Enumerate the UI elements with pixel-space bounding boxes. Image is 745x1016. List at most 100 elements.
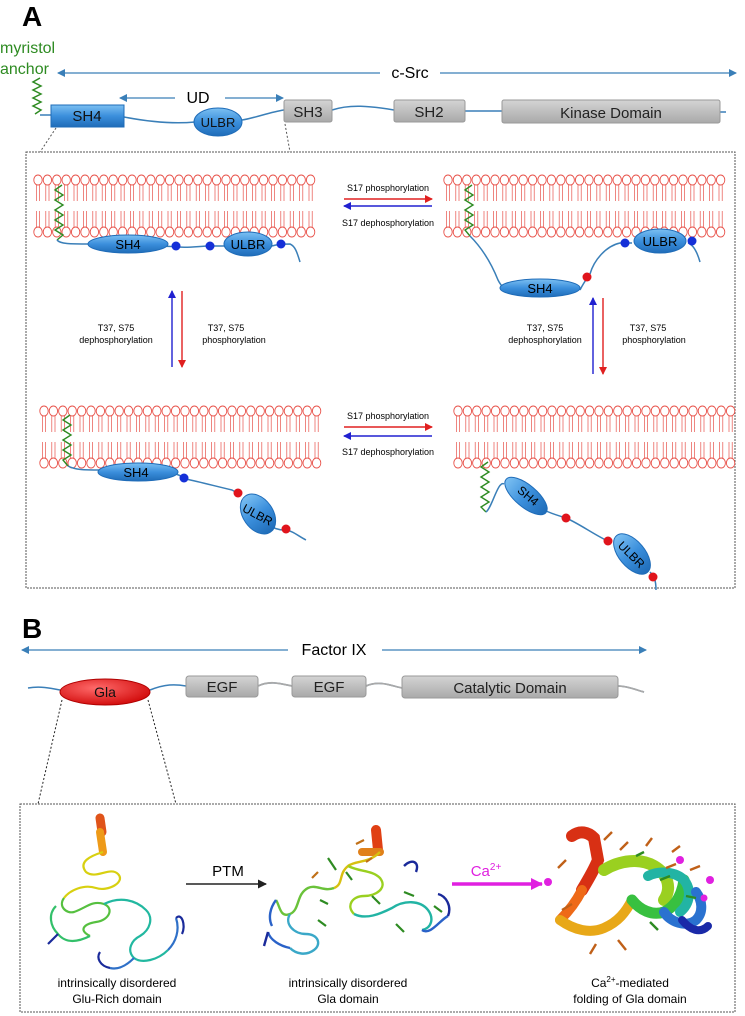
- lipid-head: [70, 226, 81, 238]
- lipid-head: [202, 226, 212, 238]
- panel-a-inset-box: [25, 151, 736, 589]
- lipid-head: [264, 405, 275, 417]
- label-bottom-reverse: S17 dephosphorylation: [342, 447, 434, 457]
- lipid-head: [528, 457, 538, 469]
- lipid-head: [443, 174, 453, 186]
- catalytic-label: Catalytic Domain: [453, 680, 566, 697]
- lipid-head: [660, 457, 670, 469]
- sh4-tl-label: SH4: [115, 237, 140, 252]
- lipid-head: [452, 174, 463, 186]
- lipid-head: [277, 226, 288, 238]
- lipid-head: [155, 174, 165, 186]
- lipid-head: [462, 457, 473, 469]
- lipid-head: [566, 405, 576, 417]
- lipid-head: [183, 226, 194, 238]
- lipid-head: [527, 174, 538, 186]
- lipid-head: [33, 226, 43, 238]
- lipid-head: [650, 174, 660, 186]
- lipid-head: [161, 405, 171, 417]
- lipid-head: [227, 457, 237, 469]
- lipid-head: [39, 405, 49, 417]
- lipid-head: [707, 457, 717, 469]
- lipid-head: [481, 405, 491, 417]
- kinase-label: Kinase Domain: [560, 105, 662, 122]
- lipid-head: [240, 174, 250, 186]
- lipid-head: [706, 226, 716, 238]
- lipid-head: [490, 174, 500, 186]
- gla-label: Gla: [94, 684, 116, 700]
- membrane-bottom-right: [453, 405, 736, 469]
- lipid-head: [221, 226, 231, 238]
- sh3-domain: SH3: [283, 99, 333, 123]
- ulbr-tl-label: ULBR: [231, 237, 266, 252]
- membrane-bottom-left: [39, 405, 322, 469]
- catalytic-domain: Catalytic Domain: [401, 675, 619, 699]
- phosphosite-tl-3: [276, 239, 286, 249]
- lipid-head: [603, 457, 614, 469]
- egf2-label: EGF: [314, 679, 345, 696]
- lipid-head: [249, 174, 259, 186]
- lipid-head: [480, 226, 491, 238]
- lipid-head: [89, 226, 100, 238]
- caption-gla-line2: Gla domain: [317, 992, 378, 1006]
- lipid-head: [277, 174, 288, 186]
- lipid-head: [302, 405, 312, 417]
- zoom-line-right-b: [147, 699, 177, 805]
- lipid-head: [211, 226, 222, 238]
- sh4-tr-label: SH4: [527, 281, 552, 296]
- sh4-label: SH4: [72, 108, 101, 125]
- lipid-head: [255, 405, 265, 417]
- lipid-head: [528, 405, 538, 417]
- csrc-backbone: [40, 105, 726, 124]
- lipid-head: [584, 226, 594, 238]
- csrc-label: c-Src: [391, 65, 428, 82]
- lipid-head: [146, 226, 156, 238]
- phosphosite-tr-3: [687, 236, 697, 246]
- lipid-head: [80, 174, 90, 186]
- label-left-phos-2: phosphorylation: [202, 335, 266, 345]
- lipid-head: [518, 174, 528, 186]
- lipid-head: [443, 226, 453, 238]
- lipid-head: [217, 457, 228, 469]
- lipid-head: [217, 405, 228, 417]
- myristol-label: myristol: [0, 40, 55, 57]
- label-top-reverse: S17 dephosphorylation: [342, 218, 434, 228]
- lipid-head: [174, 226, 184, 238]
- lipid-head: [70, 174, 81, 186]
- lipid-head: [268, 174, 278, 186]
- lipid-head: [462, 405, 473, 417]
- calcium-label: Ca2+: [471, 862, 502, 880]
- lipid-head: [127, 174, 137, 186]
- lipid-head: [105, 405, 115, 417]
- lipid-head: [268, 226, 278, 238]
- lipid-head: [527, 226, 538, 238]
- label-left-dephos-2: dephosphorylation: [79, 335, 153, 345]
- zoom-line-right-a: [284, 123, 291, 153]
- lipid-head: [612, 226, 622, 238]
- lipid-head: [574, 174, 585, 186]
- lipid-head: [246, 405, 256, 417]
- lipid-head: [715, 174, 726, 186]
- caption-folded-mediated: -mediated: [616, 976, 669, 990]
- lipid-head: [472, 457, 482, 469]
- lipid-head: [518, 226, 528, 238]
- label-right-phos-1: T37, S75: [630, 323, 667, 333]
- lipid-head: [155, 226, 165, 238]
- lipid-head: [152, 405, 162, 417]
- lipid-head: [631, 405, 642, 417]
- panel-a-letter: A: [22, 1, 42, 32]
- lipid-head: [509, 457, 520, 469]
- lipid-head: [108, 174, 118, 186]
- phosphosite-bl-1: [179, 473, 189, 483]
- gla-domain: Gla: [59, 678, 151, 706]
- lipid-head: [67, 405, 77, 417]
- lipid-head: [208, 405, 218, 417]
- lipid-head: [117, 174, 128, 186]
- lipid-head: [136, 174, 147, 186]
- lipid-head: [462, 174, 472, 186]
- zoom-line-left-a: [39, 127, 57, 153]
- lipid-head: [42, 174, 53, 186]
- lipid-head: [471, 226, 481, 238]
- panel-b-letter: B: [22, 613, 42, 644]
- lipid-head: [575, 405, 585, 417]
